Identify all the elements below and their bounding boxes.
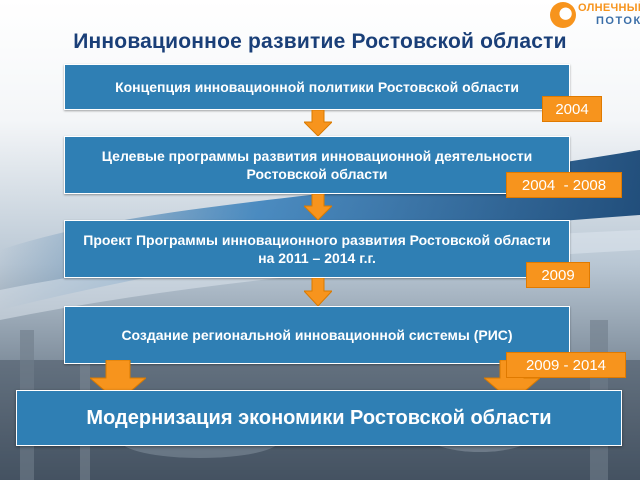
step-box-3: Проект Программы инновационного развития… <box>64 220 570 278</box>
down-arrow-icon <box>304 194 332 220</box>
period-badge-2: 2004 - 2008 <box>506 172 622 198</box>
step-box-2: Целевые программы развития инновационной… <box>64 136 570 194</box>
step-label-2: Целевые программы развития инновационной… <box>101 148 533 182</box>
sun-logo-icon <box>550 2 576 28</box>
period-badge-4: 2009 - 2014 <box>506 352 626 378</box>
logo-text-line1: ОЛНЕЧНЫЙ <box>578 2 640 14</box>
step-box-1: Концепция инновационной политики Ростовс… <box>64 64 570 110</box>
logo-text-line2: ПОТОК <box>596 15 640 27</box>
result-label: Модернизация экономики Ростовской област… <box>86 406 552 429</box>
step-box-4: Создание региональной инновационной сист… <box>64 306 570 364</box>
step-label-1: Концепция инновационной политики Ростовс… <box>115 79 519 95</box>
step-label-4: Создание региональной инновационной сист… <box>121 327 513 343</box>
down-arrow-icon <box>304 110 332 136</box>
page-title: Инновационное развитие Ростовской област… <box>73 30 567 53</box>
step-label-3: Проект Программы инновационного развития… <box>83 232 551 266</box>
period-badge-1: 2004 <box>542 96 602 122</box>
period-badge-3: 2009 <box>526 262 590 288</box>
logo: ОЛНЕЧНЫЙ ПОТОК <box>548 0 640 34</box>
down-arrow-icon <box>304 278 332 306</box>
result-box: Модернизация экономики Ростовской област… <box>16 390 622 446</box>
